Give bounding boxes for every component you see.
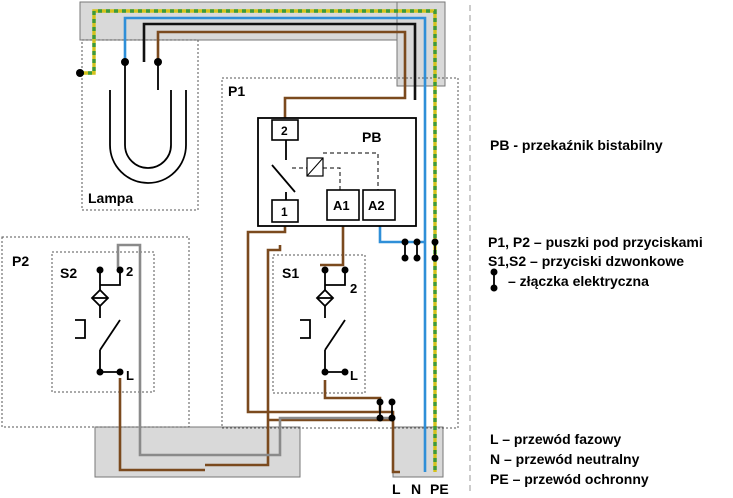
relay-terminal-1-label: 1 bbox=[281, 205, 288, 219]
p1-label: P1 bbox=[228, 83, 245, 99]
relay-terminal-1 bbox=[271, 199, 299, 223]
connectors bbox=[376, 238, 498, 422]
dashed-boxes bbox=[1, 39, 459, 429]
legend-p1p2: P1, P2 – puszki pod przyciskami bbox=[488, 234, 703, 250]
neutral-wire bbox=[123, 16, 427, 472]
conduit-bottom bbox=[94, 426, 301, 478]
s1-box bbox=[272, 254, 366, 394]
black-wire bbox=[142, 22, 417, 100]
legend-pb: PB - przekaźnik bistabilny bbox=[490, 137, 663, 153]
legend: PB - przekaźnik bistabilny P1, P2 – pusz… bbox=[488, 137, 703, 487]
bottom-n-label: N bbox=[411, 481, 421, 497]
legend-l: L – przewód fazowy bbox=[490, 431, 621, 447]
bottom-l-label: L bbox=[392, 481, 401, 497]
relay-terminal-a2 bbox=[362, 189, 396, 221]
s1-terminal-2-label: 2 bbox=[350, 281, 357, 296]
legend-connector: – złączka elektryczna bbox=[508, 273, 649, 289]
s2-label: S2 bbox=[60, 265, 77, 281]
p2-label: P2 bbox=[12, 253, 29, 269]
lamp-label: Lampa bbox=[88, 190, 133, 206]
s2-pushbutton-switch-icon bbox=[75, 266, 124, 376]
relay-contact bbox=[271, 140, 296, 200]
pb-label: PB bbox=[362, 129, 381, 145]
s2-terminal-2-label: 2 bbox=[126, 264, 133, 279]
conduit-top bbox=[79, 1, 446, 41]
relay-terminal-a1-label: A1 bbox=[333, 198, 350, 213]
relay-coil-diag bbox=[306, 157, 324, 177]
phase-wires bbox=[118, 30, 407, 474]
relay-terminal-2 bbox=[271, 119, 299, 141]
lamp-box bbox=[81, 39, 199, 211]
legend-pe: PE – przewód ochronny bbox=[490, 471, 649, 487]
relay-terminal-a1 bbox=[326, 189, 360, 221]
s1-terminal-l-label: L bbox=[350, 368, 358, 383]
s2-terminal-l-label: L bbox=[126, 368, 134, 383]
relay-terminal-2-label: 2 bbox=[281, 124, 288, 138]
legend-n: N – przewód neutralny bbox=[490, 451, 640, 467]
p2-box bbox=[1, 236, 190, 428]
s1-label: S1 bbox=[282, 265, 299, 281]
relay-pb bbox=[257, 117, 417, 227]
bottom-pe-label: PE bbox=[430, 481, 449, 497]
pe-wire bbox=[80, 9, 437, 472]
p1-box bbox=[221, 77, 459, 429]
gray-wire bbox=[116, 243, 392, 457]
s1-pushbutton-switch-icon bbox=[300, 266, 349, 376]
lamp-icon bbox=[76, 58, 187, 184]
relay-terminal-a2-label: A2 bbox=[368, 198, 385, 213]
connector-icon bbox=[401, 238, 439, 262]
legend-s1s2: S1,S2 – przyciski dzwonkowe bbox=[488, 253, 684, 269]
relay-link bbox=[292, 152, 379, 190]
connector-icon bbox=[376, 398, 396, 422]
legend-connector-icon bbox=[490, 268, 498, 292]
conduits bbox=[79, 1, 446, 478]
diagram-labels: Lampa P1 P2 S2 S1 PB 2 1 A1 A2 2 L 2 L L… bbox=[12, 83, 449, 497]
s2-box bbox=[51, 251, 155, 393]
